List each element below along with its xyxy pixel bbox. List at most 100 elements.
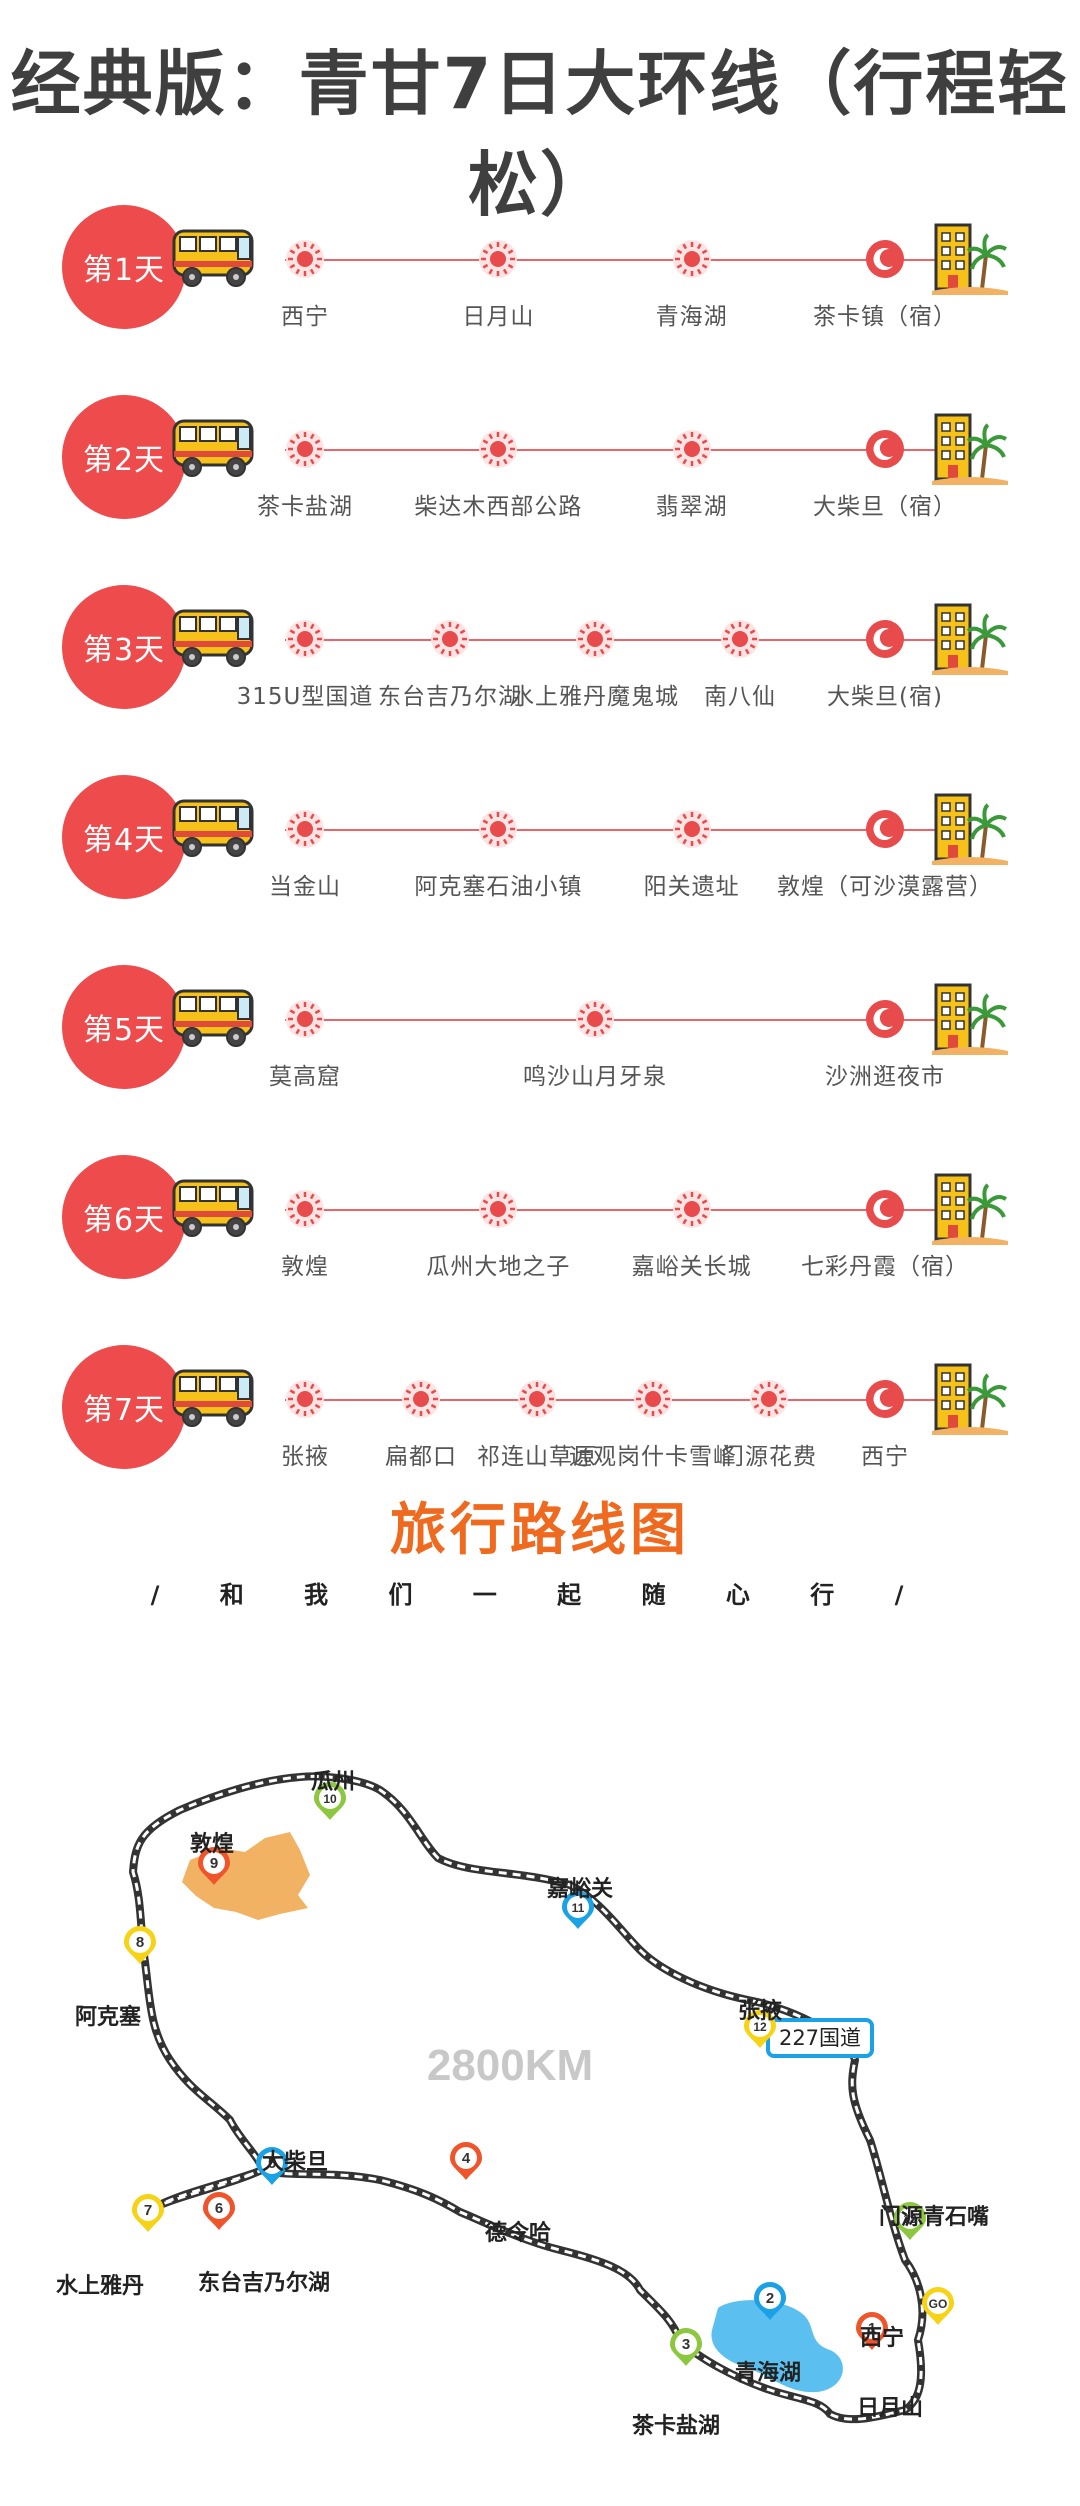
marker-number: 2 [766, 2290, 774, 2307]
stop-label: 东台吉乃尔湖 [378, 684, 522, 710]
map-marker: 9敦煌 [190, 1831, 234, 1885]
marker-number: 12 [753, 2020, 767, 2034]
marker-number: GO [929, 2297, 948, 2311]
hotel-icon [932, 1363, 1008, 1435]
sun-icon [672, 1190, 711, 1228]
stop-label: 阳关遗址 [643, 874, 740, 900]
sun-icon [479, 430, 518, 468]
map-marker: 6 东台吉乃尔湖 [198, 2192, 330, 2296]
map-marker: 2 青海湖 [735, 2282, 801, 2386]
bus-icon [172, 229, 254, 287]
marker-label: 青海湖 [735, 2360, 801, 2386]
sun-icon [576, 1000, 614, 1038]
moon-icon [866, 1380, 904, 1418]
stop-label: 远观岗什卡雪峰 [569, 1444, 737, 1470]
stop-label: 沙洲逛夜市 [825, 1064, 945, 1090]
map-heading: 旅行路线图 [390, 1498, 690, 1563]
moon-icon [866, 810, 904, 848]
road-label: 227国道 [779, 2026, 861, 2050]
marker-label: 东台吉乃尔湖 [198, 2270, 330, 2296]
marker-label: 张掖 [738, 1998, 782, 2024]
stop-label: 翡翠湖 [655, 494, 728, 520]
sun-icon [286, 430, 324, 468]
sun-icon [286, 240, 324, 278]
marker-number: 4 [462, 2150, 471, 2167]
stop-label: 祁连山草原 [477, 1444, 597, 1470]
timeline-line [285, 1209, 945, 1211]
sun-icon [576, 620, 614, 658]
marker-number: 10 [323, 1792, 337, 1806]
marker-label: 茶卡盐湖 [632, 2414, 720, 2439]
marker-label: 大柴旦 [262, 2150, 328, 2175]
timeline-line [285, 259, 945, 261]
itinerary: 第1天 西宁 日月山 青海湖 茶卡镇（宿）第2天 茶卡盐湖 柴达木西部公路 翡翠… [0, 205, 1080, 1470]
marker-number: 5 [268, 2155, 276, 2172]
stop-label: 茶卡镇（宿） [813, 304, 957, 330]
sun-icon [402, 1380, 440, 1418]
marker-label: 敦煌 [190, 1831, 234, 1857]
distance-label: 2800KM [427, 2041, 593, 2090]
marker-label: 德令哈 [485, 2220, 551, 2246]
marker-label: 西宁 [860, 2325, 904, 2351]
stop-label: 青海湖 [655, 304, 728, 330]
moon-icon [866, 430, 904, 468]
stop-label: 门源花费 [721, 1444, 817, 1470]
day-row: 第7天 张掖 扁都口 祁连山草原 远观岗什卡雪峰 门源花费 西宁 [0, 1345, 1080, 1495]
sun-icon [286, 1380, 324, 1418]
day-row: 第4天 当金山 阿克塞石油小镇 阳关遗址 敦煌（可沙漠露营） [0, 775, 1080, 925]
stop-label: 315U型国道 [236, 684, 374, 710]
marker-label: 瓜州 [311, 1770, 355, 1795]
hotel-icon [932, 793, 1008, 865]
moon-icon [866, 1190, 904, 1228]
marker-label: 门源青石嘴 [879, 2204, 989, 2230]
route-line [128, 1772, 927, 2424]
stop-label: 鸣沙山月牙泉 [523, 1064, 667, 1090]
marker-number: 3 [682, 2336, 690, 2353]
sun-icon [479, 1190, 518, 1228]
bus-icon [172, 989, 254, 1047]
day-row: 第3天 315U型国道 东台吉乃尔湖 水上雅丹魔鬼城 南八仙 大柴旦(宿) [0, 585, 1080, 735]
moon-icon [866, 240, 904, 278]
sun-icon [286, 1190, 324, 1228]
stop-label: 莫高窟 [269, 1064, 341, 1090]
day-row: 第6天 敦煌 瓜州大地之子 嘉峪关长城 七彩丹霞（宿） [0, 1155, 1080, 1305]
hotel-icon [932, 983, 1008, 1055]
stop-label: 西宁 [861, 1444, 909, 1470]
marker-number: 11 [572, 1901, 585, 1915]
stop-label: 七彩丹霞（宿） [801, 1254, 969, 1280]
moon-icon [866, 620, 904, 658]
sun-icon [721, 620, 759, 658]
hotel-icon [932, 413, 1008, 485]
day-badge: 第5天 [62, 965, 186, 1089]
timeline-line [285, 829, 945, 831]
stop-label: 嘉峪关长城 [631, 1254, 752, 1280]
stop-label: 日月山 [462, 304, 535, 330]
stop-label: 扁都口 [385, 1444, 457, 1470]
map-subtitle: / 和 我 们 一 起 随 心 行 / [150, 1581, 930, 1609]
day-badge: 第4天 [62, 775, 186, 899]
stop-label: 张掖 [281, 1444, 329, 1470]
stop-label: 当金山 [269, 874, 341, 900]
stop-label: 水上雅丹魔鬼城 [511, 684, 679, 710]
bus-icon [172, 1179, 254, 1237]
timeline-line [285, 639, 945, 641]
hotel-icon [932, 603, 1008, 675]
sun-icon [431, 620, 469, 658]
marker-label: 日月山 [857, 2396, 923, 2421]
sun-icon [286, 810, 324, 848]
marker-number: 8 [136, 1934, 144, 1951]
hotel-icon [932, 1173, 1008, 1245]
marker-number: 6 [215, 2200, 223, 2217]
bus-icon [172, 419, 254, 477]
stop-label: 南八仙 [704, 684, 776, 710]
